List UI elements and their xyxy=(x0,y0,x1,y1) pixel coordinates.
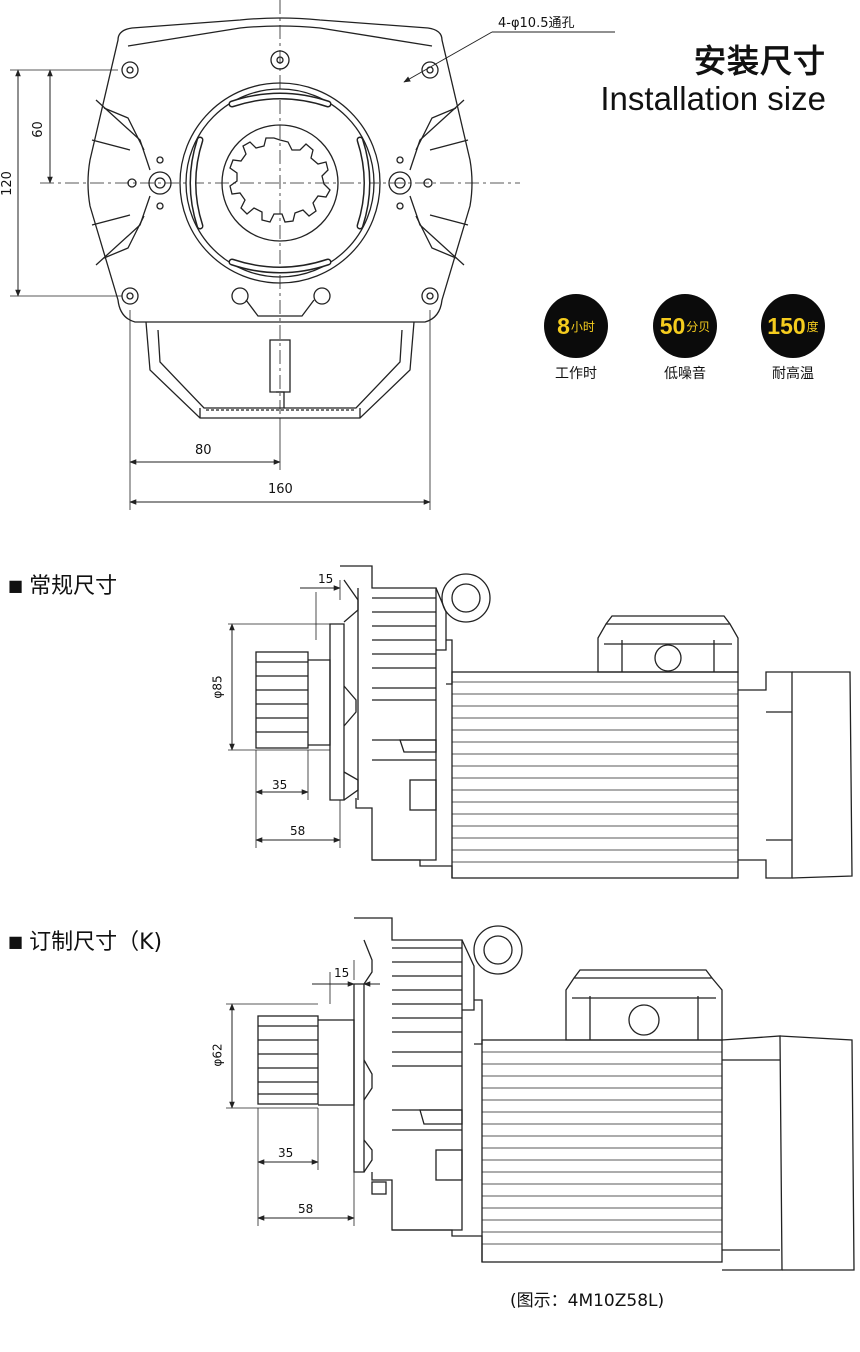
feature-label: 工作时 xyxy=(555,366,597,382)
section-standard: ■ 常规尺寸 xyxy=(8,568,117,600)
dim-15: 15 xyxy=(318,572,334,586)
feature-unit: 小时 xyxy=(570,319,595,334)
title-english: Installation size xyxy=(600,80,826,117)
feature-value: 8 xyxy=(557,312,570,339)
dim-35: 35 xyxy=(272,778,288,792)
feature-unit: 分贝 xyxy=(686,319,711,334)
dim-15: 15 xyxy=(334,966,350,980)
section-custom: ■ 订制尺寸（K) xyxy=(8,924,162,956)
dim-35: 35 xyxy=(278,1146,294,1160)
feature-value: 50 xyxy=(659,312,686,339)
figure-caption: (图示：4M10Z58L) xyxy=(510,1291,665,1311)
standard-side-view xyxy=(228,565,853,879)
feature-label: 低噪音 xyxy=(664,366,706,382)
feature-unit: 度 xyxy=(806,319,819,334)
dim-diameter: φ85 xyxy=(210,675,225,699)
dim-60: 60 xyxy=(30,121,46,138)
section-title: 常规尺寸 xyxy=(29,574,118,599)
dim-58: 58 xyxy=(290,824,306,838)
feature-label: 耐高温 xyxy=(772,366,814,382)
square-bullet-icon: ■ xyxy=(8,576,24,595)
square-bullet-icon: ■ xyxy=(8,932,24,951)
dim-120: 120 xyxy=(0,171,15,196)
dim-58: 58 xyxy=(298,1202,314,1216)
flange-top-view xyxy=(10,0,615,510)
dim-80: 80 xyxy=(195,443,212,458)
hole-note: 4-φ10.5通孔 xyxy=(498,16,575,31)
title-chinese: 安装尺寸 xyxy=(693,42,826,80)
dim-160: 160 xyxy=(268,482,293,497)
dim-diameter: φ62 xyxy=(210,1043,225,1067)
section-title: 订制尺寸（K) xyxy=(29,930,163,955)
custom-side-view xyxy=(226,917,855,1271)
feature-value: 150 xyxy=(767,312,806,339)
